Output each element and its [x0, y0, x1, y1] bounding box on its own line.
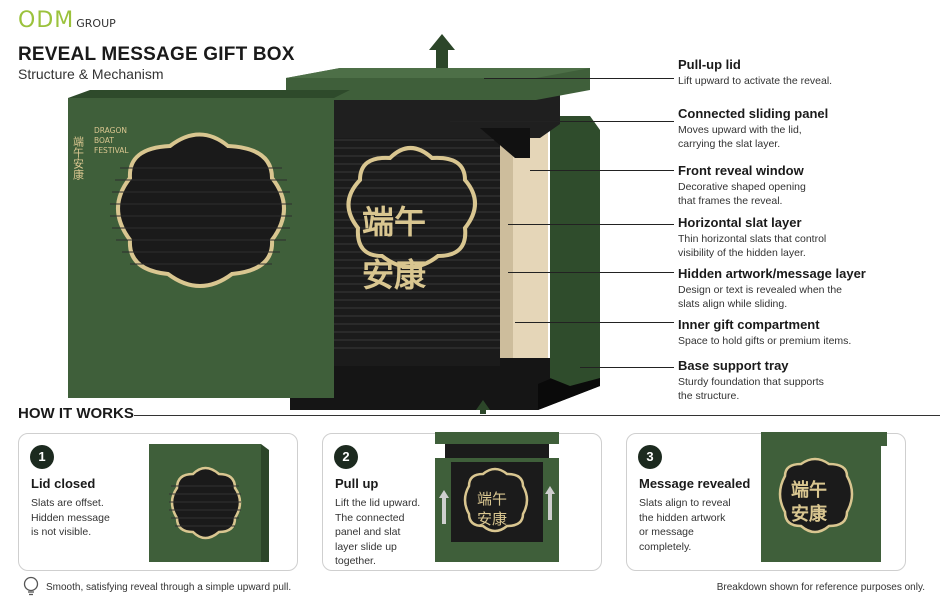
small-up-arrow-icon	[476, 400, 490, 414]
callout-pull-up-lid: Pull-up lid Lift upward to activate the …	[678, 57, 938, 88]
callout-title: Connected sliding panel	[678, 106, 829, 121]
callout-desc: Sturdy foundation that supports the stru…	[678, 376, 824, 402]
base-tray	[290, 358, 600, 410]
side-title-cn: 端午安康	[72, 136, 85, 180]
how-it-works-heading: HOW IT WORKS	[18, 405, 134, 422]
section-divider	[134, 415, 940, 416]
step-number: 1	[30, 445, 54, 469]
up-arrow-icon	[429, 34, 455, 68]
callout-title: Inner gift compartment	[678, 317, 820, 332]
step-2-message-1: 端午	[477, 490, 507, 508]
side-title-en-2: BOAT	[94, 136, 114, 145]
callout-desc: Design or text is revealed when the slat…	[678, 284, 843, 310]
step-number: 3	[638, 445, 662, 469]
back-panel	[550, 116, 600, 386]
callout-title: Horizontal slat layer	[678, 215, 802, 230]
lightbulb-icon	[23, 576, 39, 596]
side-title-en-1: DRAGON	[94, 126, 127, 135]
step-3-message-1: 端午	[791, 479, 827, 501]
step-2-box-illustration: 端午 安康	[435, 432, 559, 562]
exploded-box-illustration: 端午 安康 端午安康 DRAGON BOAT FESTIVAL	[68, 34, 600, 414]
callout-title: Hidden artwork/message layer	[678, 266, 866, 281]
callout-hidden-layer: Hidden artwork/message layer Design or t…	[678, 266, 938, 311]
hidden-message-line2: 安康	[362, 256, 427, 294]
footer-note: Breakdown shown for reference purposes o…	[716, 582, 925, 593]
logo-text: ODM	[18, 8, 75, 33]
leader-line-window	[530, 170, 674, 171]
step-number: 2	[334, 445, 358, 469]
right-up-arrow-icon	[545, 486, 555, 520]
step-title: Message revealed	[639, 476, 751, 491]
step-2-message-2: 安康	[477, 510, 507, 528]
left-up-arrow-icon	[439, 490, 449, 524]
step-card-2: 2 Pull up Lift the lid upward. The conne…	[322, 432, 602, 571]
step-card-3: 3 Message revealed Slats align to reveal…	[626, 432, 906, 571]
slat-layer	[318, 116, 500, 366]
callout-desc: Thin horizontal slats that control visib…	[678, 233, 827, 259]
callout-sliding-panel: Connected sliding panel Moves upward wit…	[678, 106, 938, 151]
callout-desc: Decorative shaped opening that frames th…	[678, 181, 806, 207]
callout-slat-layer: Horizontal slat layer Thin horizontal sl…	[678, 215, 938, 260]
callout-title: Base support tray	[678, 358, 789, 373]
reveal-frame	[346, 146, 477, 269]
hidden-message-line1: 端午	[362, 203, 426, 241]
callout-desc: Moves upward with the lid, carrying the …	[678, 124, 802, 150]
side-title-en-3: FESTIVAL	[94, 146, 129, 155]
leader-line-lid	[484, 78, 674, 79]
callout-title: Front reveal window	[678, 163, 804, 178]
leader-line-hidden	[508, 272, 674, 273]
callout-desc: Space to hold gifts or premium items.	[678, 335, 852, 347]
callout-compartment: Inner gift compartment Space to hold gif…	[678, 317, 938, 348]
leader-line-slat	[508, 224, 674, 225]
page-title: REVEAL MESSAGE GIFT BOX	[18, 44, 295, 65]
step-title: Lid closed	[31, 476, 96, 491]
step-1-box-illustration	[149, 444, 269, 562]
callout-base-tray: Base support tray Sturdy foundation that…	[678, 358, 938, 403]
step-desc: Slats are offset. Hidden message is not …	[31, 497, 110, 538]
step-3-box-illustration: 端午 安康	[761, 432, 887, 562]
step-card-1: 1 Lid closed Slats are offset. Hidden me…	[18, 433, 298, 571]
step-desc: Slats align to reveal the hidden artwork…	[639, 497, 731, 553]
step-title: Pull up	[335, 476, 379, 491]
callout-title: Pull-up lid	[678, 57, 741, 72]
front-window	[116, 132, 286, 288]
logo-suffix: GROUP	[76, 17, 116, 30]
step-desc: Lift the lid upward. The connected panel…	[335, 497, 421, 567]
callout-desc: Lift upward to activate the reveal.	[678, 75, 833, 87]
leader-line-panel	[450, 121, 674, 122]
callout-front-window: Front reveal window Decorative shaped op…	[678, 163, 938, 208]
page-subtitle: Structure & Mechanism	[18, 66, 164, 82]
footer-tip: Smooth, satisfying reveal through a simp…	[46, 582, 292, 593]
leader-line-base	[580, 367, 674, 368]
step-3-message-2: 安康	[791, 503, 828, 525]
leader-line-compartment	[515, 322, 674, 323]
